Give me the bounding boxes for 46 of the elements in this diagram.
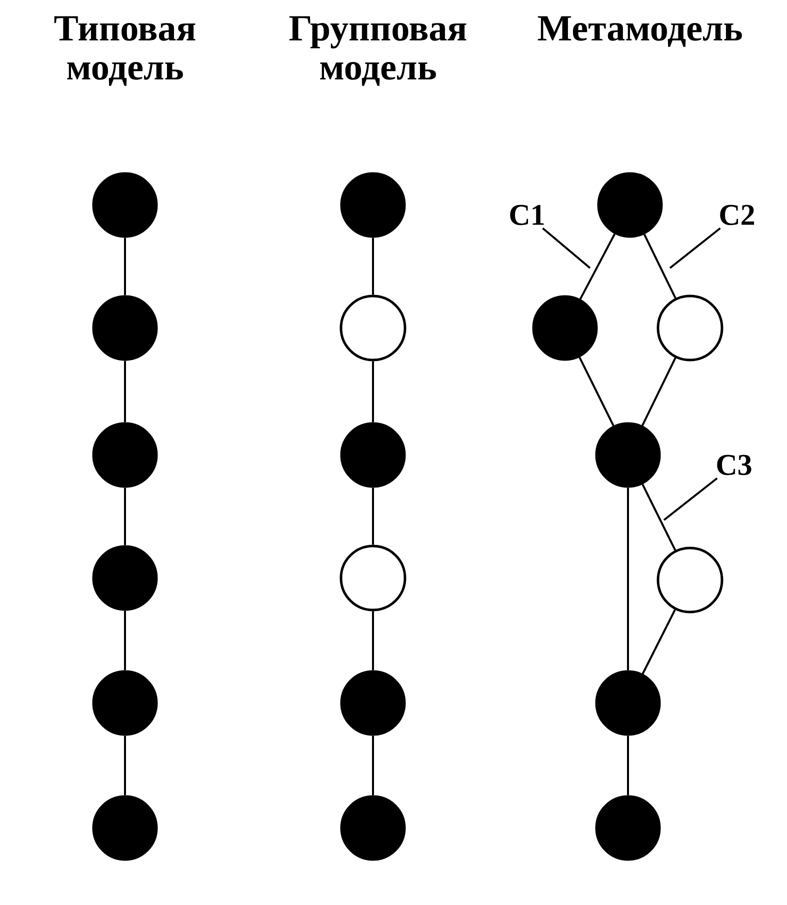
connector-line [124,488,126,546]
filled-circle [595,670,661,736]
filled-circle [597,172,663,238]
connector-line [124,360,126,422]
connector-line [124,736,126,796]
leader-line [542,228,591,269]
connector-line [642,609,676,674]
filled-circle [92,795,158,861]
filled-circle [92,422,158,488]
connector-line [579,233,616,300]
filled-circle [340,795,406,861]
connector-line [372,736,374,796]
connector-line [124,238,126,296]
filled-circle [92,295,158,361]
callout-label: C3 [717,454,752,476]
callout-label: C1 [510,204,544,226]
connector-line [372,361,374,422]
filled-circle [595,422,661,488]
connector-line [643,234,676,299]
filled-circle [532,295,598,361]
connector-line [642,484,676,551]
leader-line [663,477,718,521]
filled-circle [595,795,661,861]
connector-line [627,488,629,670]
filled-circle [92,545,158,611]
hollow-circle [340,294,406,362]
filled-circle [340,422,406,488]
column-heading: Типовая модель [54,16,196,86]
hollow-circle [656,294,724,362]
filled-circle [340,172,406,238]
callout-label: C2 [720,204,754,226]
connector-line [578,356,614,426]
connector-line [372,238,374,295]
connector-line [124,610,126,670]
filled-circle [340,670,406,736]
column-heading: Групповая модель [289,16,466,86]
filled-circle [92,670,158,736]
hollow-circle [656,546,724,614]
leader-line [669,228,721,269]
connector-line [627,736,629,796]
column-heading: Метамодель [538,16,742,47]
filled-circle [92,172,158,238]
hollow-circle [340,544,406,612]
connector-line [372,488,374,545]
connector-line [641,357,676,426]
connector-line [372,611,374,670]
